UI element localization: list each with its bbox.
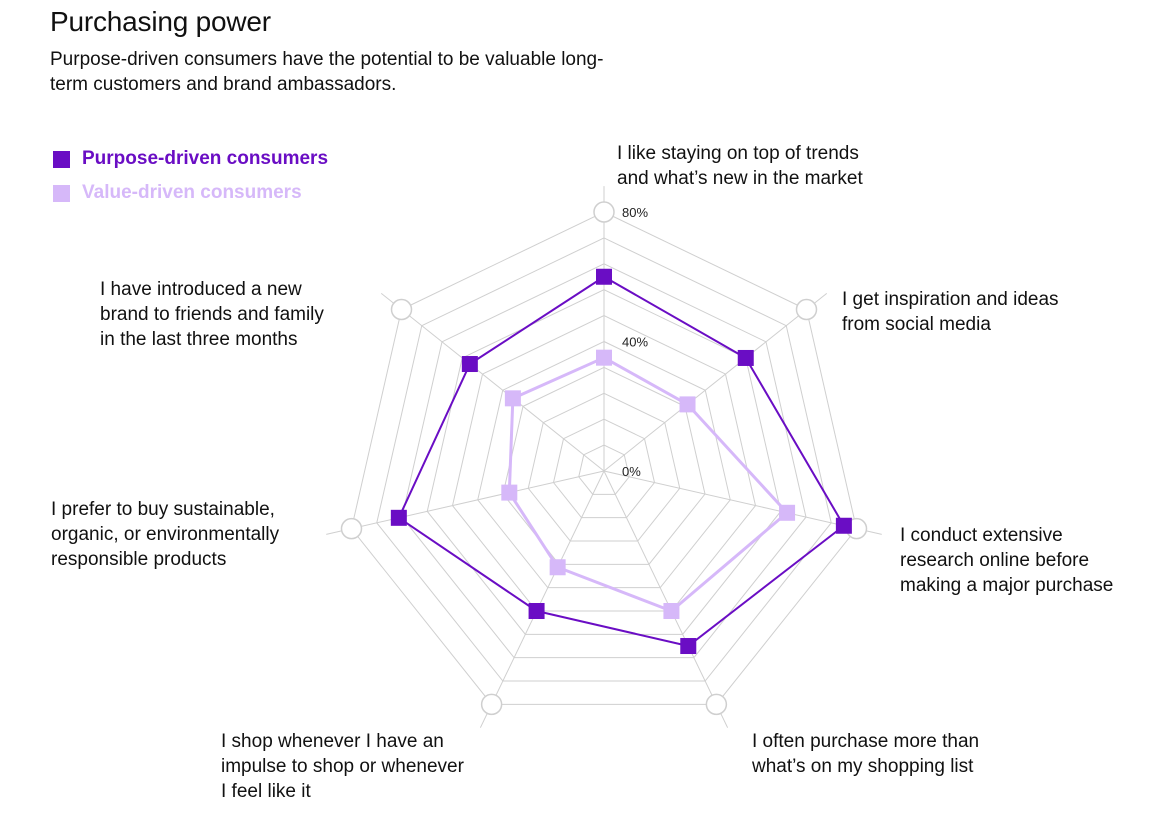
legend-item-purpose[interactable]: Purpose-driven consumers: [53, 142, 328, 176]
grid-ring: [552, 418, 656, 519]
page-title: Purchasing power: [50, 6, 271, 37]
axis-spoke: [380, 292, 605, 472]
axis-label-introduced-brand: I have introduced a new brand to friends…: [100, 279, 324, 350]
series-line-value: [507, 356, 789, 613]
data-point-value: [779, 504, 796, 521]
data-point-purpose: [680, 638, 697, 655]
axis-spoke: [603, 470, 729, 728]
axis-spoke: [326, 470, 605, 535]
data-point-value: [549, 559, 566, 576]
grid-ring: [502, 366, 706, 565]
axis-end-circle: [795, 298, 818, 321]
axis-label-social-media: I get inspiration and ideas from social …: [842, 289, 1059, 335]
axis-label-sustainable: I prefer to buy sustainable, organic, or…: [51, 499, 280, 570]
data-point-purpose: [737, 349, 754, 366]
chart-legend: Purpose-driven consumers Value-driven co…: [53, 142, 328, 210]
data-point-value: [501, 484, 518, 501]
legend-label-purpose: Purpose-driven consumers: [82, 148, 329, 169]
data-point-purpose: [461, 356, 478, 373]
tick-label: 40%: [622, 335, 648, 350]
axis-end-circle: [390, 298, 413, 321]
grid-ring: [426, 289, 782, 635]
axis-label-purchase-more: I often purchase more than what’s on my …: [752, 731, 980, 777]
grid-ring: [401, 263, 807, 659]
data-point-purpose: [528, 603, 545, 620]
grid-ring: [350, 211, 858, 705]
tick-label: 0%: [622, 464, 641, 479]
legend-swatch-purpose: [53, 150, 70, 168]
legend-swatch-value: [53, 184, 70, 202]
axis-end-circle: [480, 693, 503, 716]
axis-end-circle: [593, 201, 615, 223]
data-point-value: [679, 396, 696, 413]
axis-spoke: [603, 470, 882, 535]
axis-label-research-online: I conduct extensive research online befo…: [900, 525, 1114, 596]
axis-spoke: [603, 292, 828, 472]
data-point-value: [596, 349, 612, 366]
series-line-purpose: [397, 275, 845, 648]
page-subtitle: Purpose-driven consumers have the potent…: [50, 49, 604, 95]
grid-ring: [527, 392, 681, 542]
data-point-purpose: [835, 517, 852, 534]
axis-end-circle: [340, 517, 363, 540]
grid-ring: [376, 237, 832, 682]
axis-spoke: [479, 470, 605, 728]
data-point-purpose: [390, 509, 407, 526]
grid-ring: [477, 340, 731, 589]
data-point-purpose: [596, 268, 612, 285]
legend-item-value[interactable]: Value-driven consumers: [53, 176, 328, 210]
data-point-value: [663, 603, 680, 620]
axis-label-impulse: I shop whenever I have an impulse to sho…: [221, 731, 464, 802]
data-point-value: [504, 390, 521, 407]
grid-ring: [451, 315, 757, 612]
legend-label-value: Value-driven consumers: [82, 182, 302, 203]
grid-ring: [578, 444, 630, 495]
axis-end-circle: [705, 693, 728, 716]
tick-label: 80%: [622, 205, 648, 220]
axis-label-trends: I like staying on top of trends and what…: [617, 143, 863, 189]
